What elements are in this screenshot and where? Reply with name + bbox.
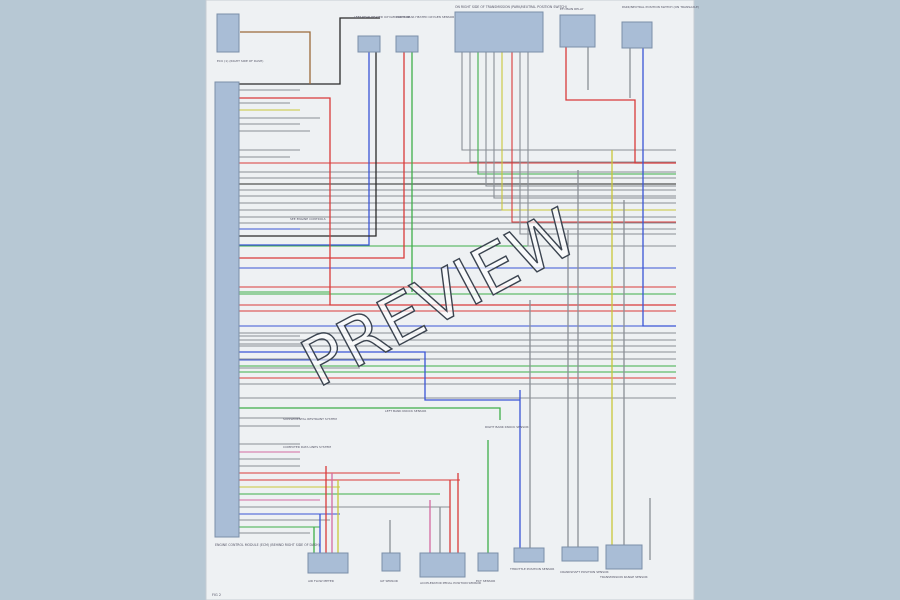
bottom-connectors: AIR FLOW METER IAT SENSOR ACCELERATOR PE… [307,544,648,585]
o2-left-ground [239,52,377,237]
left-knock-label: LEFT BANK KNOCK SENSOR [385,409,426,413]
right-knock-label: RIGHT BANK KNOCK SENSOR [485,425,529,429]
tcm-output-3 [485,52,676,187]
wire-layer [239,17,676,560]
app-connector [419,552,466,578]
o2-right-signal [239,52,405,259]
airflow-connector [307,552,349,574]
trs-connector [605,544,643,570]
airflow-label: AIR FLOW METER [308,579,334,583]
tcm-output-6 [511,52,676,223]
engine-controls-label: SEE ENGINE CONTROLS [290,217,326,221]
left-o2-sensor-label: LEFT REAR HEATED OXYGEN SENSOR [354,15,410,19]
ckp-connector [561,546,599,562]
trs-label: TRANSMISSION RANGE SENSOR [599,575,648,579]
tcm-output-0 [461,52,676,151]
tcm-output-4 [493,52,676,199]
ecu-box-label: ECU (1) (RIGHT SIDE OF DASH) [217,59,263,63]
pnp-switch-label: PARK/NEUTRAL POSITION SWITCH (ON TRANSAX… [622,5,699,9]
ect-label: ECT SENSOR [476,579,495,583]
o2-heater-feed [239,97,676,306]
tps-connector [513,547,545,563]
ecm-module [214,81,240,538]
tps-label: THROTTLE POSITION SENSOR [509,567,554,571]
tcm-output-1 [469,52,676,163]
knock-shield [239,351,520,401]
tcm-output-8 [527,52,676,247]
page-id: FIG 2 [212,593,221,597]
knock-feed [239,407,501,420]
ckp-label: CRANKSHAFT POSITION SENSOR [560,570,609,574]
relay-box [559,14,596,48]
tcm-output-2 [477,52,676,175]
pnp-switch-box [621,21,653,49]
ecu-box [216,13,240,53]
ecm-label: ENGINE CONTROL MODULE (ECM) (BEHIND RIGH… [215,543,320,547]
restraint-system-label: SUPPLEMENTAL RESTRAINT SYSTEM [283,417,337,421]
relay-feed [565,47,676,164]
o2-left-signal [239,52,370,246]
right-o2-sensor-label: RIGHT REAR HEATED OXYGEN SENSOR [396,15,454,19]
left-o2-sensor-connector [357,35,381,53]
tcm-module [454,11,544,53]
app-label: ACCELERATOR PEDAL POSITION SENSOR [420,581,481,585]
relay-label: EFI MAIN RELAY [560,7,584,11]
pnp-switch-signal [642,48,676,327]
iat-connector [381,552,401,572]
data-lines-label: COMPUTER DATA LINES SYSTEM [283,445,331,449]
right-o2-sensor-connector [395,35,419,53]
ecu-ground [239,17,380,85]
tcm-output-5 [501,52,676,211]
iat-label: IAT SENSOR [380,579,398,583]
ecu-signal [240,31,311,84]
ect-connector [477,552,499,572]
tcm-module-label: ON RIGHT SIDE OF TRANSMISSION (PARK/NEUT… [455,5,567,9]
